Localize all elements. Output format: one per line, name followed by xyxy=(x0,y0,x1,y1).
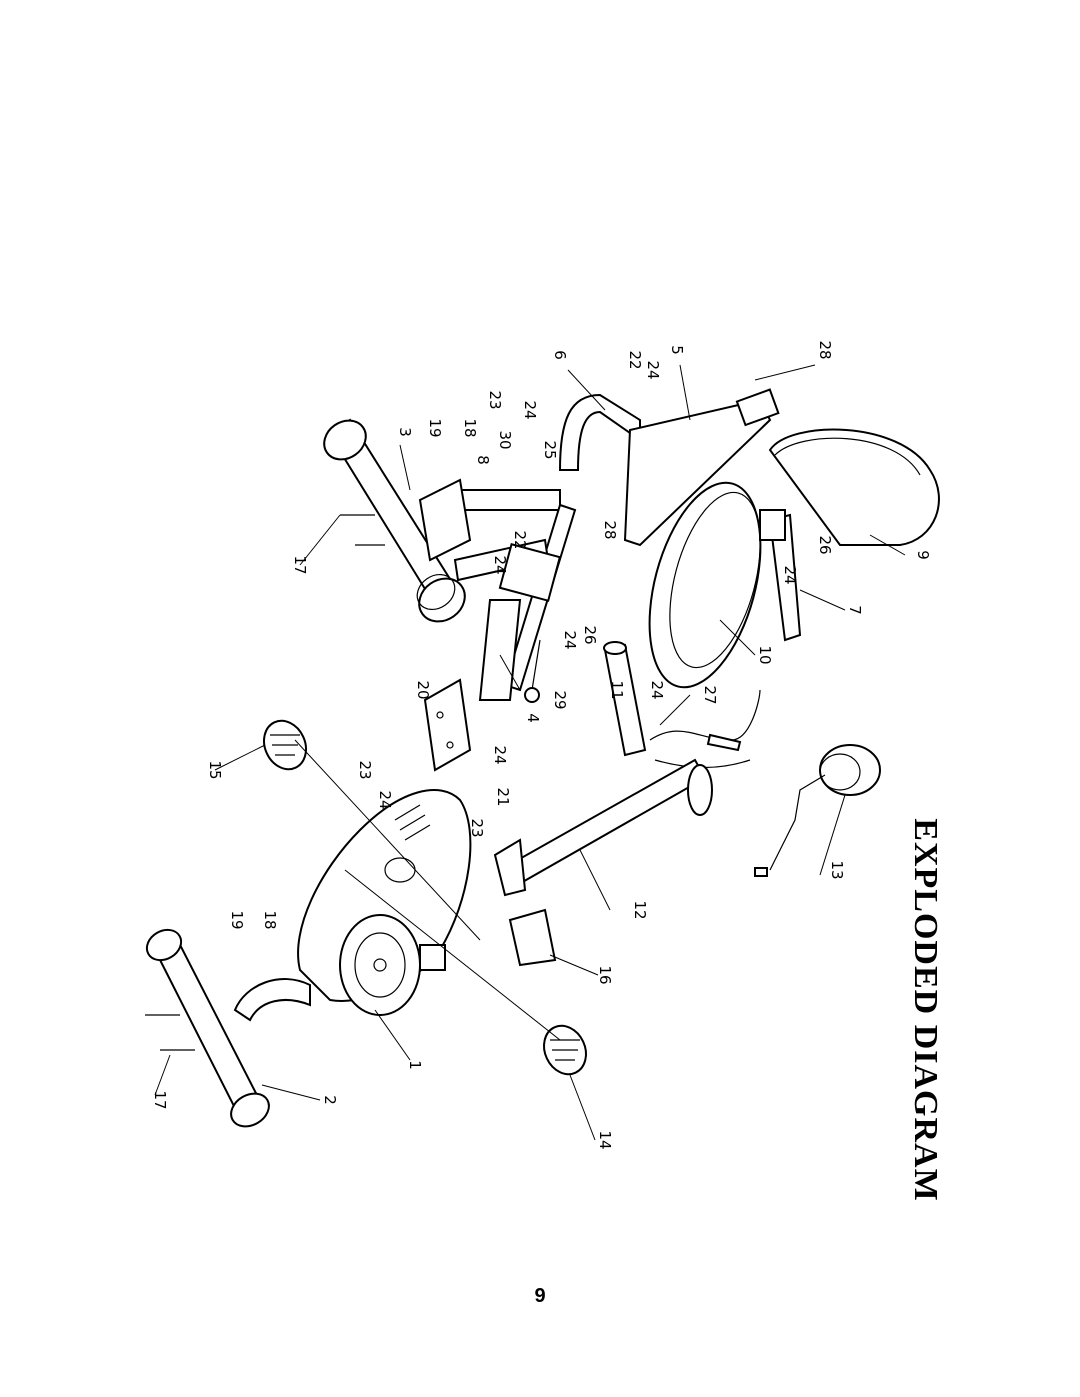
callout-24: 24 xyxy=(648,680,666,699)
callout-29: 29 xyxy=(551,690,569,709)
callout-14: 14 xyxy=(596,1130,614,1149)
pedal-15 xyxy=(263,719,307,771)
callout-23: 23 xyxy=(486,390,504,409)
callout-17: 17 xyxy=(151,1090,169,1109)
callout-24: 24 xyxy=(491,555,509,574)
callout-27: 27 xyxy=(701,685,719,704)
callout-17: 17 xyxy=(291,555,309,574)
callout-23: 23 xyxy=(468,818,486,837)
callout-25: 25 xyxy=(541,440,559,459)
backrest-cushion-9 xyxy=(768,428,940,546)
callout-7: 7 xyxy=(846,605,864,615)
callout-19: 19 xyxy=(426,418,444,437)
knob-29 xyxy=(524,639,541,703)
callout-16: 16 xyxy=(596,965,614,984)
callout-3: 3 xyxy=(396,427,414,437)
callout-22: 22 xyxy=(511,530,529,549)
callout-28: 28 xyxy=(816,340,834,359)
bolts-17 xyxy=(145,514,385,1051)
callout-24: 24 xyxy=(781,565,799,584)
page-number: 9 xyxy=(534,1285,546,1307)
callout-4: 4 xyxy=(524,713,542,723)
bracket-20 xyxy=(423,678,472,772)
callout-2: 2 xyxy=(321,1095,339,1105)
front-stabilizer-tube xyxy=(323,418,466,623)
computer-console-13 xyxy=(754,744,881,877)
callout-30: 30 xyxy=(496,430,514,449)
callout-6: 6 xyxy=(551,350,569,360)
callout-24: 24 xyxy=(521,400,539,419)
callout-10: 10 xyxy=(756,645,774,664)
callout-18: 18 xyxy=(461,418,479,437)
callout-24: 24 xyxy=(561,630,579,649)
callout-15: 15 xyxy=(206,760,224,779)
callout-26: 26 xyxy=(816,535,834,554)
callout-1: 1 xyxy=(406,1060,424,1070)
callout-28: 28 xyxy=(601,520,619,539)
callout-24: 24 xyxy=(491,745,509,764)
callout-24: 24 xyxy=(644,360,662,379)
seat-cushion-10 xyxy=(648,481,762,689)
callout-12: 12 xyxy=(631,900,649,919)
callout-18: 18 xyxy=(261,910,279,929)
callout-19: 19 xyxy=(228,910,246,929)
console-mast-12 xyxy=(493,758,713,897)
rear-stabilizer-tube xyxy=(145,928,270,1128)
callout-22: 22 xyxy=(626,350,644,369)
seat-frame xyxy=(418,478,577,701)
cover-16 xyxy=(508,908,557,967)
diagram-title: EXPLODED DIAGRAM xyxy=(907,818,944,1202)
callout-5: 5 xyxy=(668,345,686,355)
callout-9: 9 xyxy=(914,550,932,560)
main-frame-housing xyxy=(233,789,472,1022)
seat-rail-5 xyxy=(623,388,780,547)
callout-21: 21 xyxy=(494,787,512,806)
callout-23: 23 xyxy=(356,760,374,779)
callout-26: 26 xyxy=(581,625,599,644)
upright-tube-11 xyxy=(603,641,647,757)
backrest-support-7 xyxy=(759,509,802,642)
callout-11: 11 xyxy=(608,680,626,699)
callout-24: 24 xyxy=(376,790,394,809)
leader-lines xyxy=(154,364,906,1141)
callout-13: 13 xyxy=(828,860,846,879)
pedal-14 xyxy=(543,1024,587,1076)
callout-20: 20 xyxy=(414,680,432,699)
handlebar-6 xyxy=(558,393,641,471)
callout-8: 8 xyxy=(474,455,492,465)
